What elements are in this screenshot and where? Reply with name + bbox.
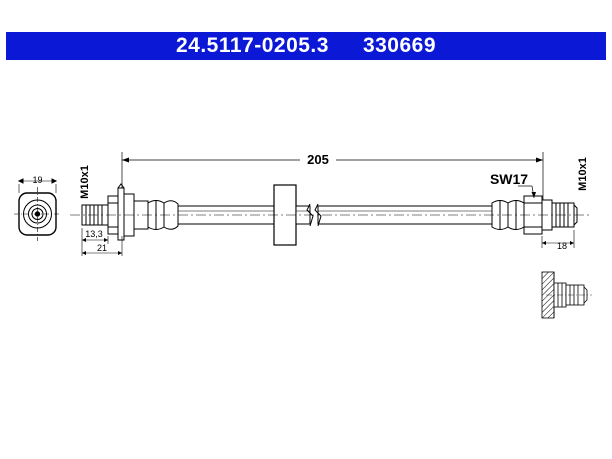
left-thread-length-label: 13,3: [85, 229, 103, 239]
header-banner: 24.5117-0205.3 330669: [6, 32, 606, 60]
right-fitting-length-label: 18: [557, 241, 567, 251]
left-end-view: [14, 178, 61, 241]
right-fitting-dimension: [541, 230, 575, 248]
right-thread-label: M10x1: [577, 157, 589, 191]
part-number: 24.5117-0205.3: [175, 34, 329, 57]
left-fitting-length-label: 21: [97, 243, 107, 253]
left-thread-label: M10x1: [79, 165, 91, 199]
left-fitting-dimensions: [81, 228, 123, 256]
wrench-size-label: SW17: [490, 171, 528, 187]
wrench-size-leader: [518, 185, 536, 199]
left-end-diameter-label: 19: [32, 175, 42, 185]
length-label: 205: [307, 152, 329, 167]
length-dimension: [121, 152, 544, 200]
section-detail: [541, 271, 592, 319]
reference-number: 330669: [362, 34, 437, 57]
hose-assembly: [81, 183, 578, 246]
